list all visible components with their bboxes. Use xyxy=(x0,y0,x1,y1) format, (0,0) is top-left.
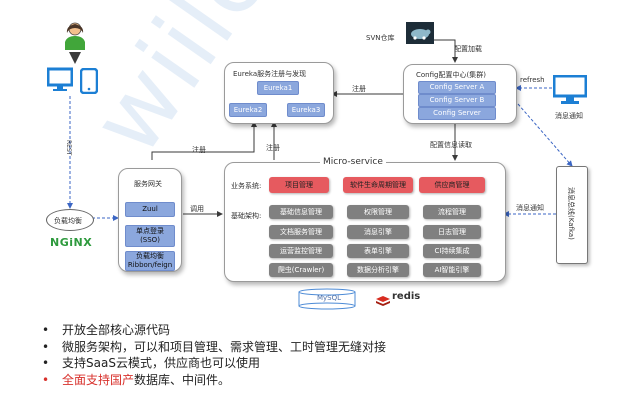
message-bus-label: 消息总线(Kafka) xyxy=(567,187,575,240)
business-system-label: 业务系统: xyxy=(231,182,262,190)
micro-service-title: Micro-service xyxy=(320,157,386,167)
mysql-label: MySQL xyxy=(317,294,342,302)
call-label: 调用 xyxy=(190,205,204,213)
basic-item: 运营监控管理 xyxy=(269,244,333,258)
load-balancer-label: 负载均衡 xyxy=(54,217,82,225)
register-label-micro: 注册 xyxy=(266,144,280,152)
config-title: Config配置中心(集群) xyxy=(416,71,486,79)
message-bus-box: 消息总线(Kafka) xyxy=(556,166,588,264)
config-read-label: 配置信息读取 xyxy=(430,141,472,149)
desktop-icon xyxy=(46,67,74,93)
rest-label: REST xyxy=(65,140,72,156)
config-to-kafka-dashed xyxy=(517,103,573,167)
basic-arch-label: 基础架构: xyxy=(231,212,262,220)
redis-label: redis xyxy=(392,291,421,302)
feature-text: 开放全部核心源代码 xyxy=(62,323,171,337)
bullet-glyph: • xyxy=(42,372,50,387)
feature-item: • 微服务架构，可以和项目管理、需求管理、工时管理无缝对接 xyxy=(42,339,386,356)
basic-item: 权限管理 xyxy=(347,205,409,219)
basic-item: 消息引擎 xyxy=(347,225,409,239)
basic-item: 日志管理 xyxy=(423,225,481,239)
basic-item: CI持续集成 xyxy=(423,244,481,258)
redis-icon xyxy=(376,292,390,306)
register-label-config: 注册 xyxy=(352,85,366,93)
user-icon xyxy=(64,22,86,50)
config-server-a: Config Server A xyxy=(418,81,496,94)
load-balancer-node: 负载均衡 xyxy=(46,209,94,231)
config-server-c: Config Server xyxy=(418,107,496,120)
config-server-b: Config Server B xyxy=(418,94,496,107)
feature-text: 数据库、中间件。 xyxy=(134,372,231,387)
feature-highlight: 全面支持国产 xyxy=(62,372,135,387)
basic-item: 文档服务管理 xyxy=(269,225,333,239)
eureka-title: Eureka服务注册与发现 xyxy=(233,70,307,78)
feature-text: 微服务架构，可以和项目管理、需求管理、工时管理无缝对接 xyxy=(62,339,387,354)
gateway-item-zuul: Zuul xyxy=(125,202,175,217)
kafka-notify-label: 消息通知 xyxy=(516,204,544,212)
feature-item: • 全面支持国产数据库、中间件。 xyxy=(42,372,386,389)
feature-item: • 支持SaaS云模式，供应商也可以使用 xyxy=(42,355,386,372)
gateway-item-ribbon: 负载均衡 Ribbon/feign xyxy=(125,251,175,271)
svn-label: SVN仓库 xyxy=(366,34,395,42)
micro-service-panel: Micro-service 业务系统: 基础架构: 项目管理 软件生命周期管理 … xyxy=(224,157,506,282)
gateway-item-sso: 单点登录 (SSO) xyxy=(125,225,175,247)
basic-item: 基础信息管理 xyxy=(269,205,333,219)
nginx-logo: NGiNX xyxy=(50,236,93,249)
gateway-panel: 服务网关 Zuul 单点登录 (SSO) 负载均衡 Ribbon/feign xyxy=(118,168,182,272)
business-item-lifecycle: 软件生命周期管理 xyxy=(343,177,413,193)
basic-item: 数据分析引擎 xyxy=(347,263,409,277)
basic-item: 流程管理 xyxy=(423,205,481,219)
eureka-node-1: Eureka1 xyxy=(257,81,299,95)
tablet-icon xyxy=(79,67,99,95)
register-label-gateway: 注册 xyxy=(192,146,206,154)
feature-text: 支持SaaS云模式，供应商也可以使用 xyxy=(62,356,260,370)
svn-to-config-arrow xyxy=(433,39,458,63)
basic-item: AI智能引擎 xyxy=(423,263,481,277)
eureka-node-2: Eureka2 xyxy=(229,103,267,117)
eureka-node-3: Eureka3 xyxy=(287,103,325,117)
config-panel: Config配置中心(集群) Config Server A Config Se… xyxy=(403,64,517,124)
eureka-panel: Eureka服务注册与发现 Eureka1 Eureka2 Eureka3 xyxy=(224,62,334,124)
monitor-notify-label: 消息通知 xyxy=(555,112,583,120)
refresh-label: refresh xyxy=(520,76,545,84)
monitor-icon xyxy=(552,74,588,105)
svn-turtle-icon xyxy=(406,22,434,44)
bullet-glyph: • xyxy=(42,356,50,370)
gateway-title: 服务网关 xyxy=(134,180,162,188)
database-icon xyxy=(298,288,356,310)
feature-list: •开放全部核心源代码 •微服务架构，可以和项目管理、需求管理、工时管理无缝对接 … xyxy=(42,322,386,388)
bullet-glyph: • xyxy=(42,323,50,337)
feature-item: • 开放全部核心源代码 xyxy=(42,322,386,339)
business-item-project: 项目管理 xyxy=(269,177,329,193)
business-item-supplier: 供应商管理 xyxy=(419,177,485,193)
gateway-to-eureka-arrow xyxy=(151,121,257,160)
basic-item: 爬虫(Crawler) xyxy=(269,263,333,277)
config-load-label: 配置加载 xyxy=(454,45,482,53)
basic-item: 表单引擎 xyxy=(347,244,409,258)
bullet-glyph: • xyxy=(42,339,50,354)
